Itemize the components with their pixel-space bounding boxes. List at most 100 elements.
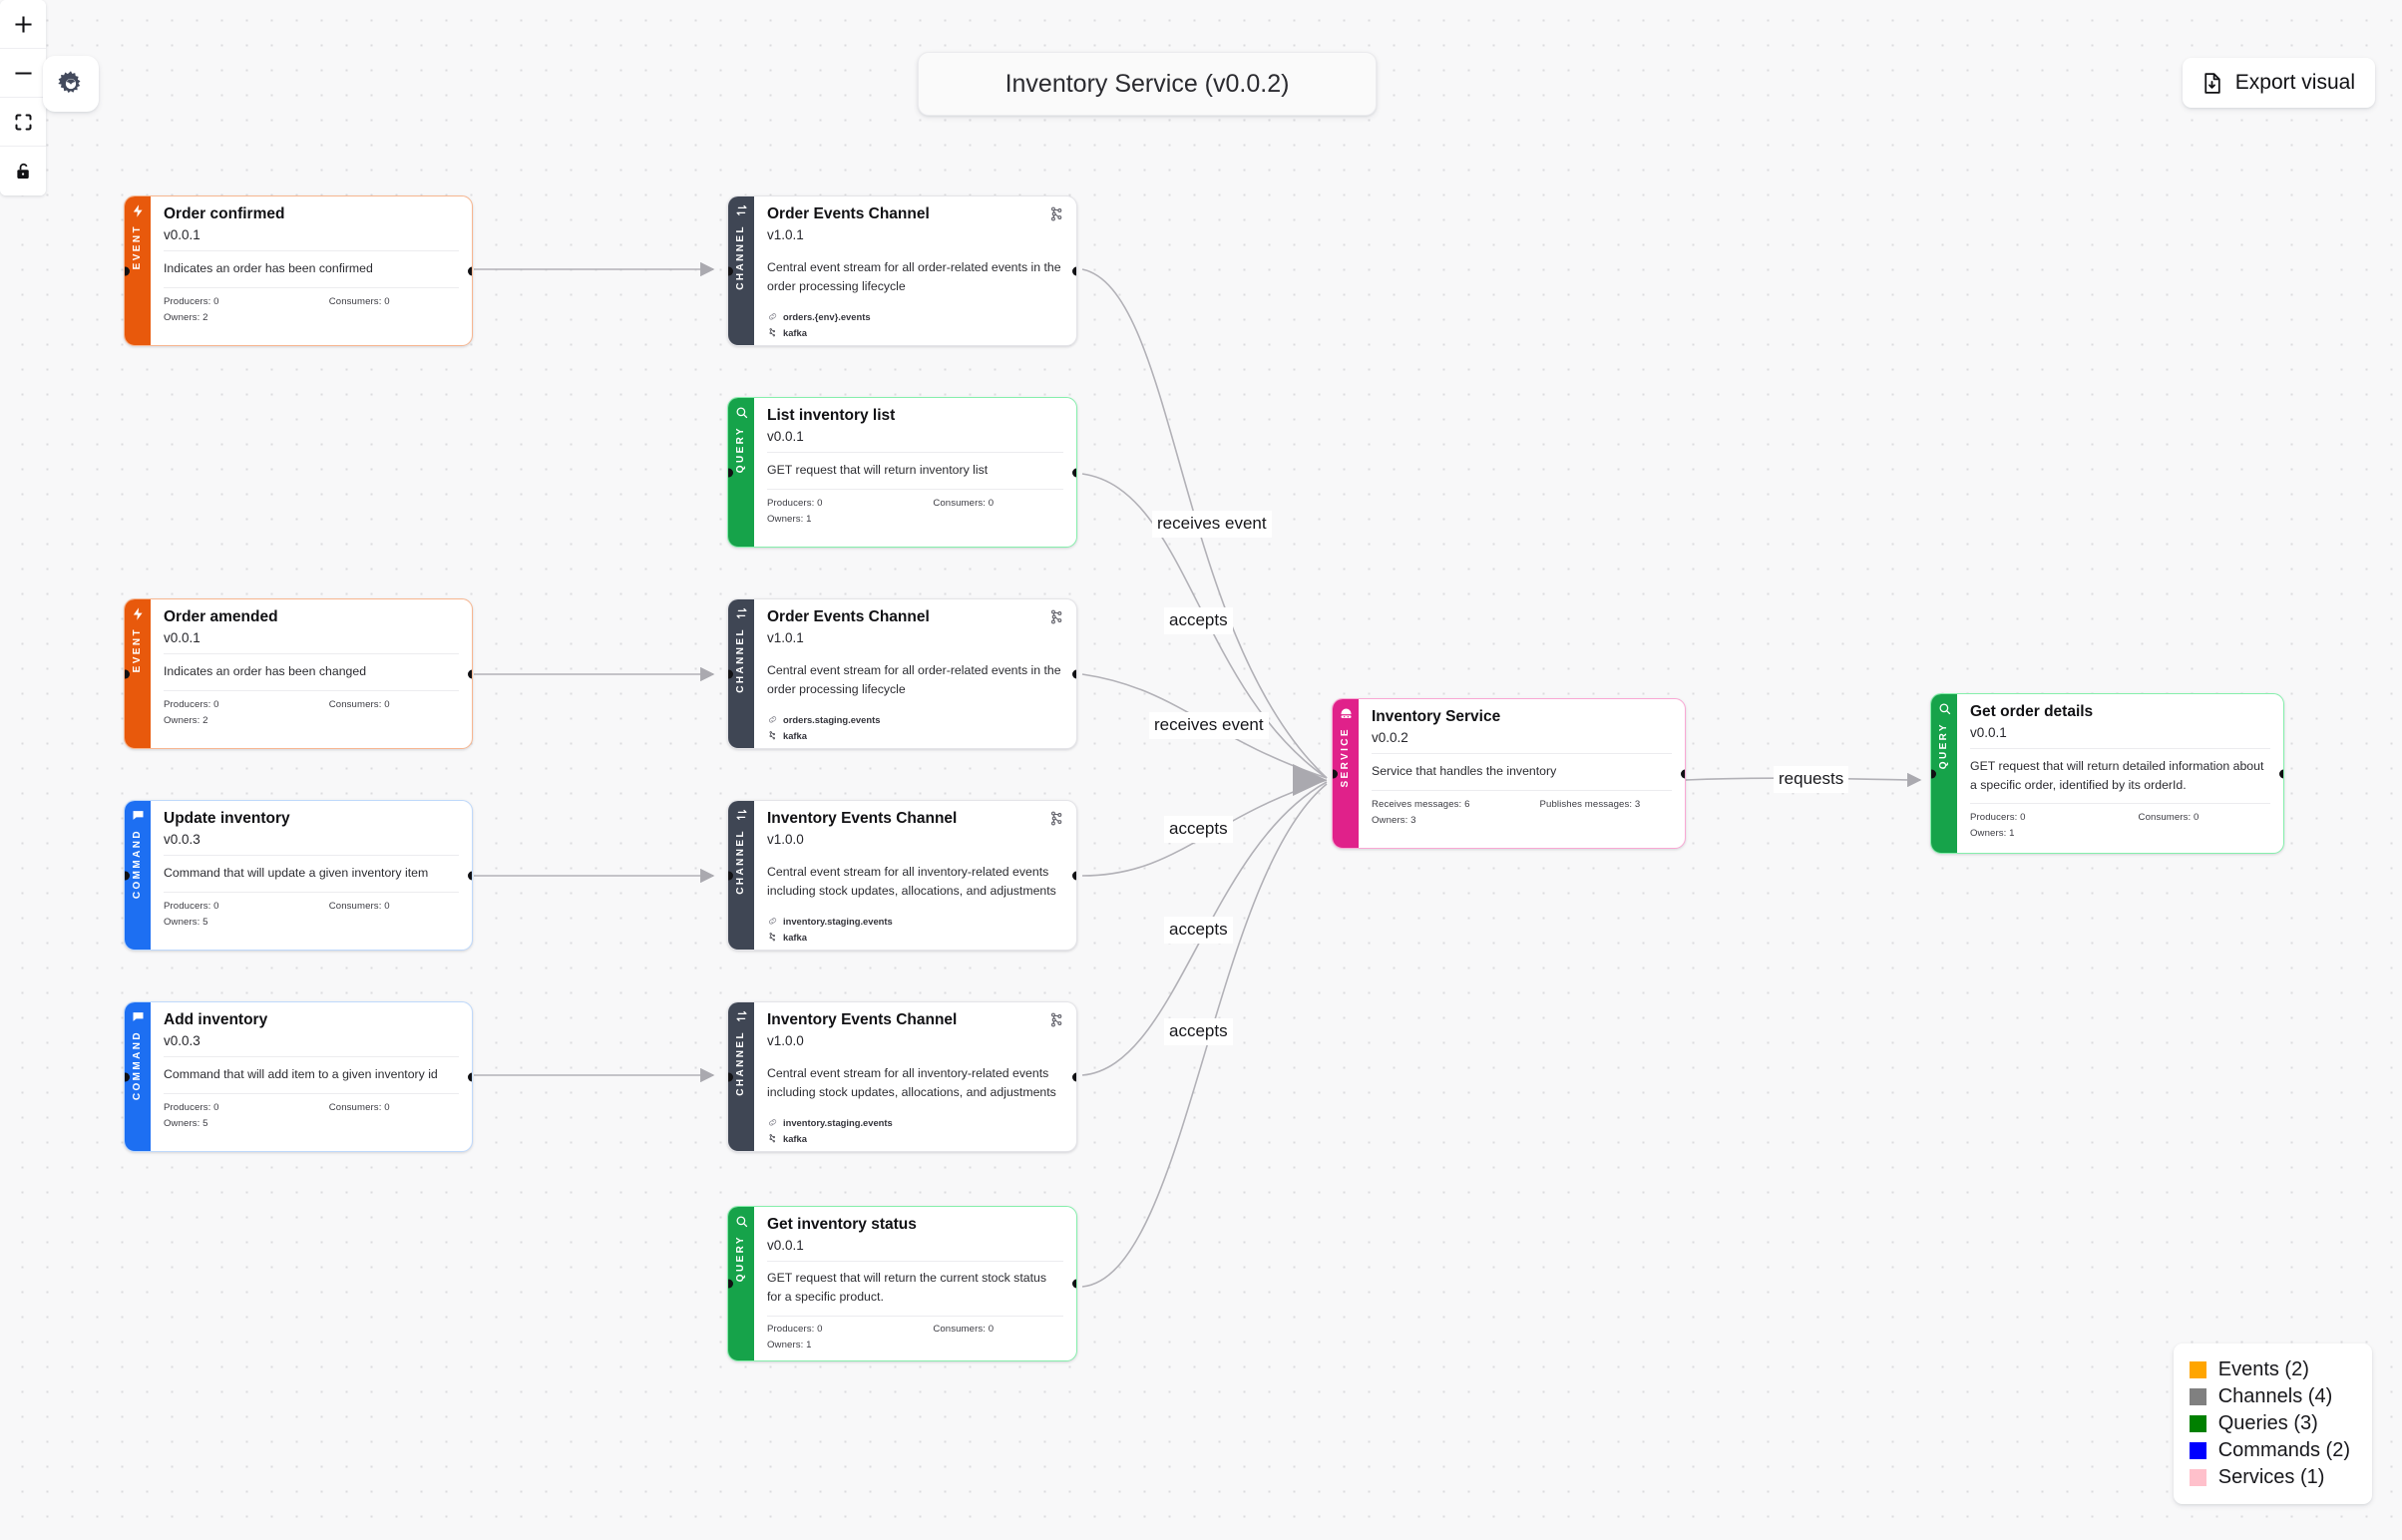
handle-left[interactable]	[728, 468, 733, 477]
magnifier-icon	[736, 407, 747, 419]
edge-label-accepts-1: accepts	[1164, 607, 1233, 634]
legend-item-queries: Queries (3)	[2189, 1410, 2350, 1437]
node-get-inventory-status[interactable]: QUERY Get inventory status v0.0.1 GET re…	[727, 1206, 1077, 1361]
node-title: Inventory Events Channel	[767, 1011, 958, 1028]
divider	[164, 652, 459, 654]
handle-left[interactable]	[125, 266, 130, 275]
exchange-arrows-icon	[736, 809, 746, 820]
export-visual-button[interactable]: Export visual	[2182, 58, 2375, 108]
node-update-inventory[interactable]: COMMAND Update inventory v0.0.3 Command …	[124, 800, 473, 951]
handle-left[interactable]	[728, 669, 733, 678]
handle-right[interactable]	[1071, 1072, 1076, 1081]
exchange-arrows-icon	[736, 204, 746, 215]
node-inventory-service[interactable]: SERVICE Inventory Service v0.0.2 Service…	[1332, 698, 1686, 849]
owners-count: Owners: 1	[767, 1340, 812, 1350]
fit-view-button[interactable]	[0, 98, 46, 147]
handle-left[interactable]	[1333, 769, 1338, 778]
node-order-events-channel-staging[interactable]: CHANNEL Order Events Channel v1.0.1 Cent…	[727, 598, 1077, 749]
handle-left[interactable]	[728, 266, 733, 275]
zoom-out-icon	[14, 71, 32, 75]
zoom-controls[interactable]	[0, 0, 46, 195]
handle-right[interactable]	[467, 1072, 472, 1081]
nodes-graph-icon	[1051, 811, 1062, 826]
handle-right[interactable]	[467, 871, 472, 880]
handle-right[interactable]	[1071, 669, 1076, 678]
node-version: v0.0.3	[164, 1032, 200, 1048]
node-type-label: COMMAND	[132, 1030, 143, 1101]
handle-right[interactable]	[467, 669, 472, 678]
node-get-order-details[interactable]: QUERY Get order details v0.0.1 GET reque…	[1930, 693, 2284, 854]
nodes-graph-icon	[1051, 1012, 1062, 1027]
link-icon	[769, 716, 777, 723]
consumers-count: Consumers: 0	[2138, 812, 2200, 824]
node-inventory-events-channel-2[interactable]: CHANNEL Inventory Events Channel v1.0.0 …	[727, 1001, 1077, 1152]
handle-right[interactable]	[1071, 871, 1076, 880]
channel-protocol: kafka	[783, 730, 807, 742]
handle-left[interactable]	[728, 1279, 733, 1289]
node-version: v1.0.0	[767, 831, 804, 847]
producers-count: Producers: 0	[164, 900, 219, 912]
node-order-confirmed[interactable]: EVENT Order confirmed v0.0.1 Indicates a…	[124, 195, 473, 346]
divider	[164, 1092, 459, 1094]
channel-address: inventory.staging.events	[783, 916, 893, 928]
edge-label-receives-event-1: receives event	[1152, 511, 1272, 538]
handle-left[interactable]	[728, 871, 733, 880]
node-inventory-events-channel-1[interactable]: CHANNEL Inventory Events Channel v1.0.0 …	[727, 800, 1077, 951]
handle-right[interactable]	[1071, 1279, 1076, 1289]
edge-label-requests: requests	[1774, 766, 1849, 793]
node-title: Update inventory	[164, 810, 290, 827]
node-list-inventory-list[interactable]: QUERY List inventory list v0.0.1 GET req…	[727, 397, 1077, 548]
zoom-in-button[interactable]	[0, 0, 46, 49]
channel-address-tag: inventory.staging.events	[767, 916, 1063, 927]
producers-count: Producers: 0	[1970, 812, 2026, 824]
node-description: Central event stream for all inventory-r…	[767, 1065, 1056, 1099]
channel-address-tag: orders.staging.events	[767, 714, 1063, 725]
divider	[164, 854, 459, 856]
node-title: Order Events Channel	[767, 205, 930, 222]
lock-toggle-button[interactable]	[0, 147, 46, 195]
node-order-events-channel-env[interactable]: CHANNEL Order Events Channel v1.0.1 Cent…	[727, 195, 1077, 346]
legend-label-services: Services (1)	[2217, 1466, 2325, 1488]
node-meta: Producers: 0 Consumers: 0 Owners: 1	[1970, 804, 2270, 839]
node-description: Central event stream for all inventory-r…	[767, 864, 1056, 898]
node-meta: Producers: 0 Consumers: 0 Owners: 1	[767, 1316, 1063, 1350]
node-meta: Producers: 0 Consumers: 0 Owners: 2	[164, 691, 459, 726]
handle-left[interactable]	[728, 1072, 733, 1081]
nodes-graph-icon	[1051, 206, 1062, 221]
handle-left[interactable]	[1931, 769, 1936, 778]
publishes-messages-count: Publishes messages: 3	[1539, 798, 1641, 810]
handle-right[interactable]	[1680, 769, 1685, 778]
zoom-out-button[interactable]	[0, 49, 46, 98]
owners-count: Owners: 1	[767, 513, 812, 525]
unlock-icon	[16, 163, 29, 179]
channel-protocol: kafka	[783, 1133, 807, 1145]
node-type-label: CHANNEL	[735, 829, 746, 895]
handle-right[interactable]	[1071, 266, 1076, 275]
edge-label-accepts-4: accepts	[1164, 1018, 1233, 1045]
channel-address-tag: inventory.staging.events	[767, 1117, 1063, 1128]
lightning-bolt-icon	[133, 607, 143, 620]
channel-protocol-tag: kafka	[767, 1133, 1063, 1144]
divider	[164, 1055, 459, 1057]
channel-protocol-tag: kafka	[767, 327, 1063, 338]
node-type-label: EVENT	[132, 627, 143, 673]
producers-count: Producers: 0	[164, 295, 219, 307]
node-add-inventory[interactable]: COMMAND Add inventory v0.0.3 Command tha…	[124, 1001, 473, 1152]
settings-button[interactable]	[43, 56, 99, 112]
handle-left[interactable]	[125, 871, 130, 880]
node-description: Central event stream for all order-relat…	[767, 662, 1061, 696]
handle-right[interactable]	[2278, 769, 2283, 778]
handle-right[interactable]	[467, 266, 472, 275]
handle-left[interactable]	[125, 669, 130, 678]
divider	[164, 891, 459, 893]
gear-icon	[58, 71, 81, 94]
node-description: GET request that will return detailed in…	[1970, 758, 2264, 792]
handle-right[interactable]	[1071, 468, 1076, 477]
node-order-amended[interactable]: EVENT Order amended v0.0.1 Indicates an …	[124, 598, 473, 749]
node-type-label: SERVICE	[1340, 727, 1351, 788]
legend-item-commands: Commands (2)	[2189, 1437, 2350, 1464]
owners-count: Owners: 1	[1970, 828, 2015, 840]
handle-left[interactable]	[125, 1072, 130, 1081]
